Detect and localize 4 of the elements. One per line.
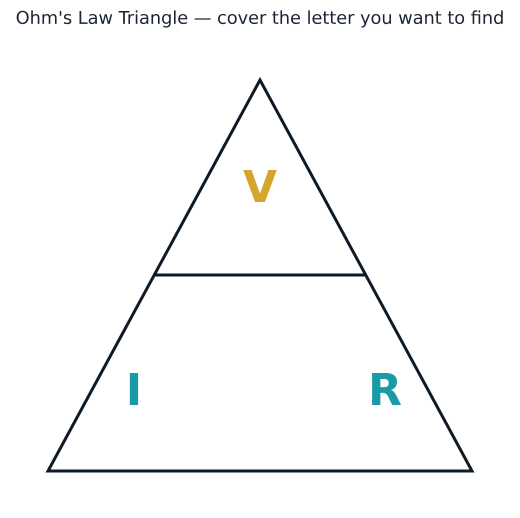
letter-label: R	[372, 372, 402, 406]
title: Ohm's Law Triangle — cover the letter you want to find	[16, 10, 503, 28]
letter-label: I	[130, 372, 138, 406]
letter-label: V	[243, 170, 277, 202]
